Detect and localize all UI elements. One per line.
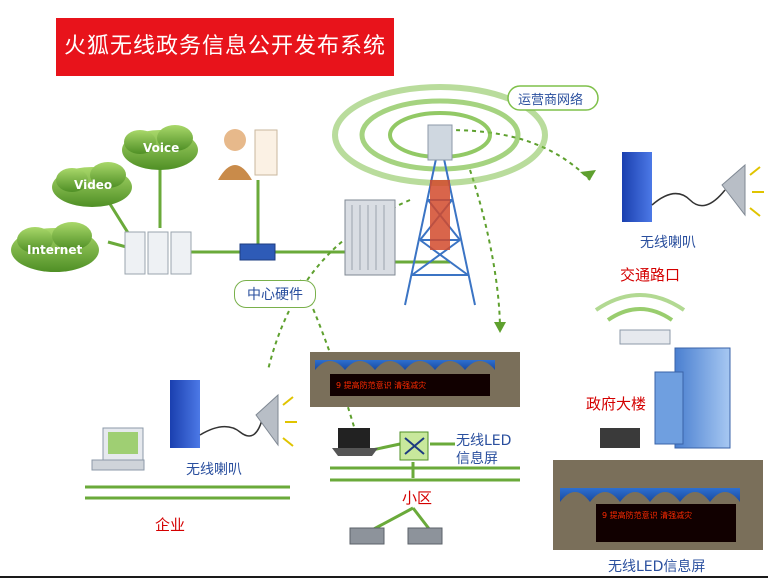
government-building-label: 政府大楼 <box>586 395 647 413</box>
wireless-led-info-screen-label: 无线LED 信息屏 <box>456 433 512 467</box>
operator-network-bubble <box>507 85 599 111</box>
server-rack-icon <box>124 231 192 275</box>
cloud-internet-label: Internet <box>27 243 83 257</box>
cloud-video-label: Video <box>74 178 113 192</box>
phone-icons <box>349 527 443 545</box>
enterprise-label: 企业 <box>155 516 186 534</box>
led-display-bottom: 9 提高防范意识 清强减灾 <box>553 460 763 550</box>
center-hardware-label: 中心硬件 <box>234 280 316 308</box>
wireless-arrowheads <box>494 170 596 333</box>
wireless-led-bottom-label: 无线LED信息屏 <box>608 559 706 575</box>
led-display-top: 9 提高防范意识 清强减灾 <box>310 352 520 407</box>
laptop-icon <box>332 428 378 456</box>
residential-label: 小区 <box>402 489 433 507</box>
network-switch-icon <box>239 243 276 261</box>
central-hardware-icon <box>344 199 396 276</box>
tower-antennas <box>427 124 453 161</box>
svg-text:9 提高防范意识 清强减灾: 9 提高防范意识 清强减灾 <box>336 380 426 390</box>
government-building-icon <box>600 347 731 449</box>
cloud-video <box>52 162 132 207</box>
cloud-voice-label: Voice <box>143 141 180 155</box>
cloud-internet <box>11 222 99 272</box>
wireless-speaker-icon-left <box>170 380 297 448</box>
svg-text:9 提高防范意识 清强减灾: 9 提高防范意识 清强减灾 <box>602 510 692 520</box>
wireless-speaker-icon-top <box>622 152 764 222</box>
cloud-voice <box>122 125 198 170</box>
wireless-router-icon <box>594 293 686 345</box>
page-title: 火狐无线政务信息公开发布系统 <box>56 18 394 76</box>
tower-mast <box>430 180 450 250</box>
wireless-speaker-left-label: 无线喇叭 <box>186 462 242 478</box>
wireless-speaker-top-label: 无线喇叭 <box>640 235 696 251</box>
operator-network-label: 运营商网络 <box>518 93 584 108</box>
enterprise-computer-icon <box>91 427 145 471</box>
operator-person-icon <box>218 129 278 180</box>
hub-icon <box>399 431 429 461</box>
traffic-intersection-label: 交通路口 <box>620 266 681 284</box>
